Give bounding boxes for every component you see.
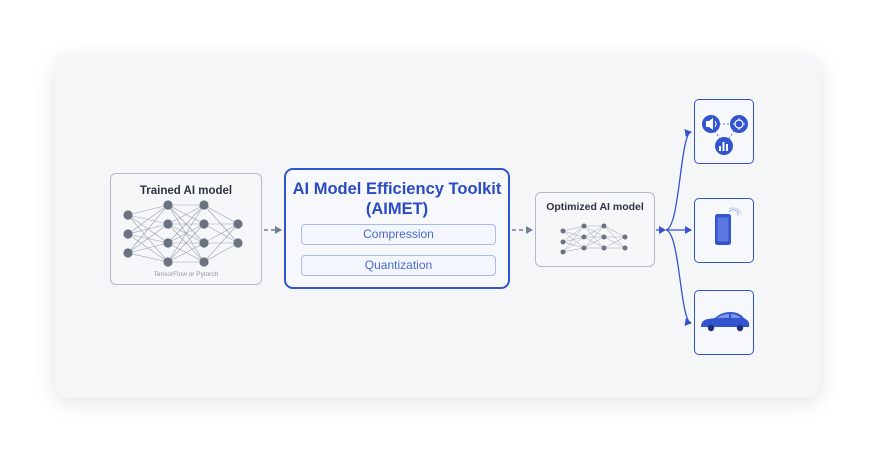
trained-network-edges	[127, 204, 239, 263]
optimized-network-edges	[562, 225, 626, 253]
aimet-title-line1: AI Model Efficiency Toolkit	[292, 180, 502, 198]
iot-cluster-icon	[702, 115, 748, 155]
chart-icon	[715, 137, 733, 155]
car-icon	[701, 312, 750, 332]
optimized-model-title: Optimized AI model	[546, 201, 644, 213]
iot-device-box	[694, 99, 754, 164]
speaker-icon	[702, 115, 720, 133]
trained-model-title: Trained AI model	[139, 185, 233, 197]
quantization-pill: Quantization	[301, 255, 496, 276]
trained-model-framework-label: TensorFlow or Pytorch	[153, 271, 219, 278]
aimet-title: AI Model Efficiency Toolkit (AIMET)	[286, 179, 508, 219]
optimized-network-nodes	[560, 223, 628, 255]
optimized-model-box: Optimized AI model	[535, 192, 655, 267]
chip-icon	[730, 115, 748, 133]
aimet-box: AI Model Efficiency Toolkit (AIMET) Comp…	[284, 168, 510, 289]
trained-network-nodes	[123, 200, 243, 267]
compression-pill: Compression	[301, 224, 496, 245]
smartphone-icon	[715, 207, 742, 245]
aimet-title-line2: (AIMET)	[365, 200, 429, 218]
deployment-arrows	[656, 129, 692, 326]
